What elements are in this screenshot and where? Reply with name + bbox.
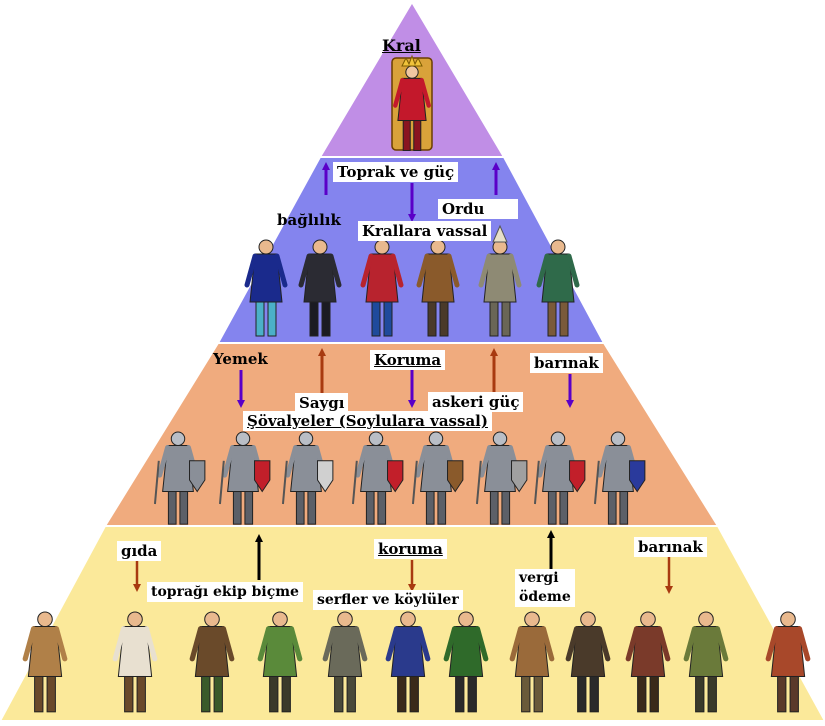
noble-figure [416, 239, 460, 337]
label-knights: Şövalyeler (Soylulara vassal) [243, 411, 492, 431]
label-serfs: serfler ve köylüler [313, 590, 463, 610]
label-tax-line2: ödeme [519, 589, 571, 605]
label-cultivate: toprağı ekip biçme [147, 582, 303, 602]
knight-figure [281, 431, 334, 525]
noble-figure [536, 239, 580, 337]
label-protection-top: Koruma [370, 350, 446, 370]
knight-figure [475, 431, 528, 525]
peasant-figure [565, 611, 611, 713]
knight-figure [351, 431, 404, 525]
peasant-figure [257, 611, 303, 713]
label-loyalty: bağlılık [277, 211, 341, 229]
noble-figure [360, 239, 404, 337]
label-food-bottom: gıda [117, 541, 162, 561]
peasant-figure [189, 611, 235, 713]
knight-figure [593, 431, 646, 525]
bishop-figure [478, 239, 522, 337]
peasant-figure [112, 611, 158, 713]
peasant-figure [322, 611, 368, 713]
peasants-group [22, 611, 811, 713]
peasant-figure [443, 611, 489, 713]
label-military-power: askeri güç [428, 392, 524, 412]
label-protection-bottom: koruma [374, 539, 447, 559]
label-respect: Saygı [295, 393, 349, 413]
peasant-figure [683, 611, 729, 713]
label-food-top: Yemek [213, 350, 268, 368]
label-tax: vergi ödeme [515, 569, 575, 607]
label-army: Ordu [438, 199, 519, 219]
label-land-power: Toprak ve güç [333, 162, 459, 182]
peasant-figure [22, 611, 68, 713]
mitre-icon [492, 224, 508, 243]
label-vassals-to-kings: Krallara vassal [358, 221, 492, 241]
knights-group [153, 431, 646, 525]
noble-figure [298, 239, 342, 337]
peasant-figure [765, 611, 811, 713]
label-shelter-top: barınak [530, 353, 603, 373]
king-figure [393, 65, 431, 151]
noble-figure [244, 239, 288, 337]
label-tax-line1: vergi [519, 570, 559, 586]
knight-figure [153, 431, 206, 525]
knight-figure [218, 431, 271, 525]
label-shelter-bottom: barınak [634, 537, 707, 557]
knight-figure [533, 431, 586, 525]
peasant-figure [509, 611, 555, 713]
nobles-group [244, 224, 580, 337]
crown-icon [401, 54, 423, 67]
knight-figure [411, 431, 464, 525]
peasant-figure [385, 611, 431, 713]
king-figure [391, 54, 433, 151]
label-king: Kral [382, 36, 421, 55]
peasant-figure [625, 611, 671, 713]
